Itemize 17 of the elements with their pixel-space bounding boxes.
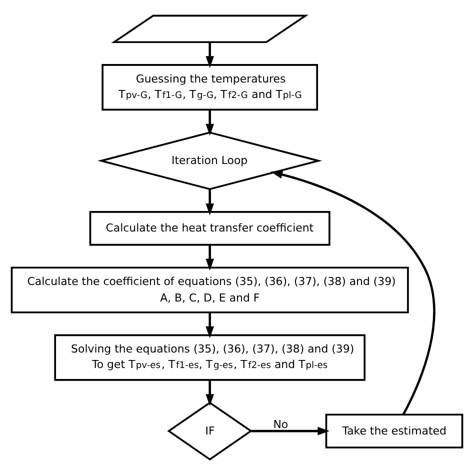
node-diamond: Iteration Loop	[98, 131, 322, 190]
node-box: Calculate the heat transfer coefficient	[89, 210, 330, 246]
node-diamond: IF	[167, 401, 253, 460]
node-box: Guessing the temperatures Tpv-G, Tf1-G, Tg-G, Tf2-G and Tpl-G	[102, 64, 318, 110]
node-box: Take the estimated	[325, 413, 464, 448]
arrow	[206, 379, 214, 406]
arrow	[251, 426, 330, 435]
arrow	[206, 312, 214, 338]
arrow	[206, 42, 214, 68]
node-box: Solving the equations (35), (36), (37), (38) and (39) To get Tpv-es, Tf1-es, Tg-es, Tf2-es and Tpl-es	[54, 334, 366, 380]
node-parallelogram	[111, 14, 309, 43]
arrow	[206, 188, 214, 215]
edge-label: No	[273, 417, 288, 430]
arrow	[270, 170, 436, 414]
arrow	[206, 244, 214, 270]
arrow	[206, 109, 214, 136]
node-box: Calculate the coefficient of equations (35), (36), (37), (38) and (39) A, B, C, D, E and F	[10, 266, 409, 313]
